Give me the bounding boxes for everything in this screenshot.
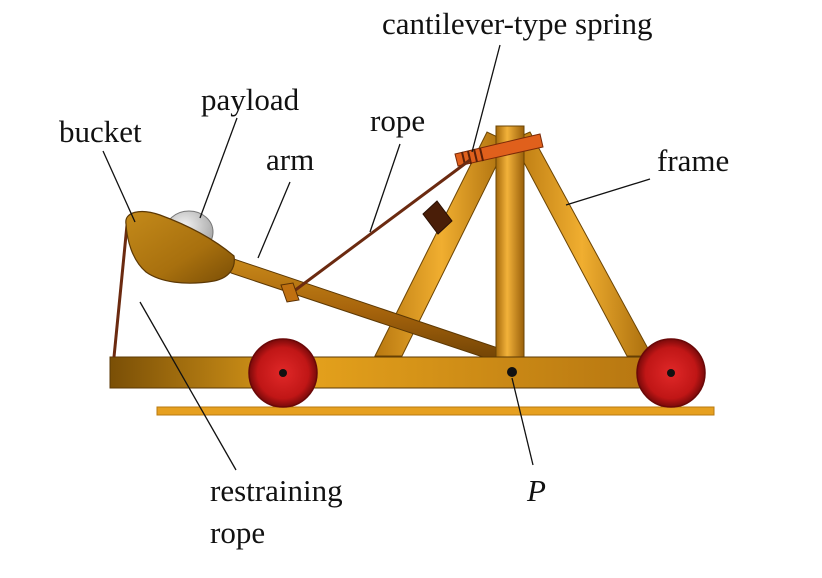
base-beam <box>109 356 671 389</box>
pivot-point <box>507 367 517 377</box>
arm-stop-block <box>422 200 453 235</box>
rope-line <box>285 158 471 299</box>
label-arm: arm <box>266 142 314 177</box>
label-bucket: bucket <box>59 114 142 149</box>
label-cantilever-spring: cantilever-type spring <box>382 6 653 41</box>
restraining-rope-line <box>112 224 129 358</box>
label-rope: rope <box>370 103 425 138</box>
label-restraining: restraining <box>210 473 343 508</box>
ground <box>156 406 715 416</box>
leader-lines <box>102 44 651 471</box>
bucket <box>125 211 235 284</box>
label-frame: frame <box>657 143 729 178</box>
frame-post <box>495 125 525 359</box>
left-wheel <box>248 338 318 408</box>
frame-right-strut <box>511 131 653 357</box>
label-restraining-rope: rope <box>210 515 265 550</box>
right-wheel <box>636 338 706 408</box>
rope-band <box>280 282 300 303</box>
label-payload: payload <box>201 82 300 117</box>
label-pivot-p: P <box>526 473 546 508</box>
